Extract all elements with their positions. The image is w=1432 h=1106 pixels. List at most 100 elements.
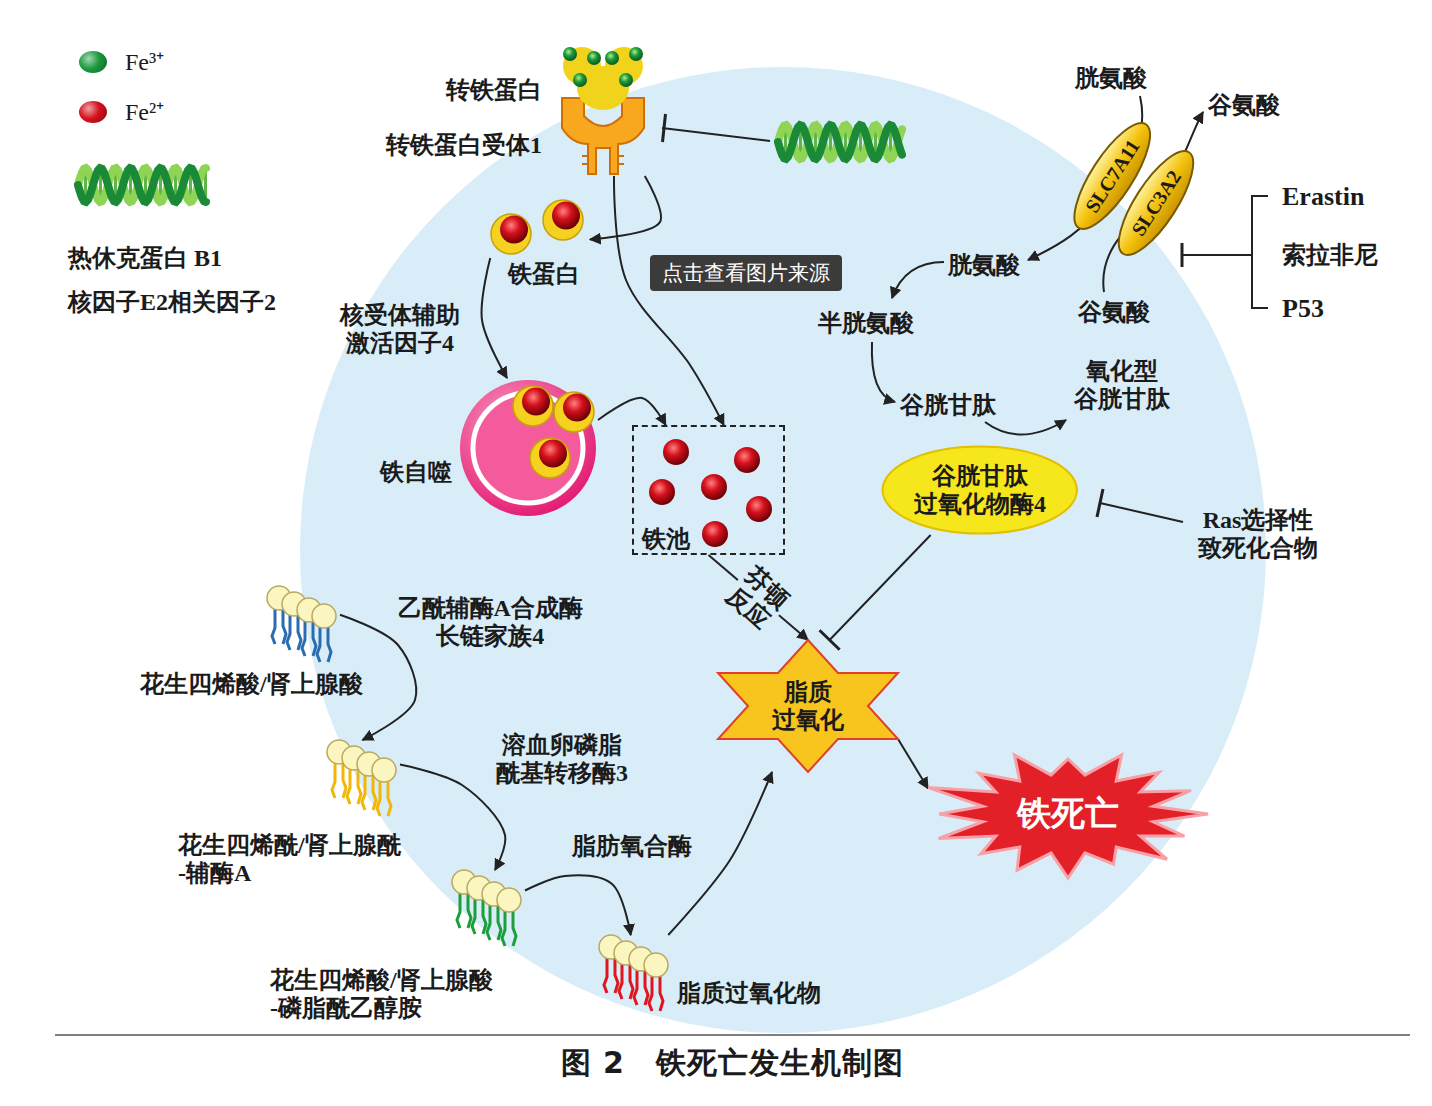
- legend-swatch: [79, 51, 107, 73]
- ferric-iron-dot: [573, 73, 587, 87]
- lipid-tail: [317, 626, 331, 662]
- metabolite-label: 谷氨酸: [1208, 91, 1280, 119]
- helix-strand: [78, 168, 206, 202]
- lipid-tail: [272, 608, 286, 644]
- ellipse-outline: [883, 447, 1077, 534]
- ferric-iron-dot: [563, 47, 577, 61]
- connector: [525, 875, 631, 935]
- tooltip-overlay: 点击查看图片来源: [650, 255, 842, 291]
- lipid-tail: [502, 910, 516, 946]
- node-text-group: 脂质 过氧化: [772, 678, 844, 734]
- metabolite-label: 氧化型 谷胱甘肽: [1074, 357, 1170, 413]
- connector: [614, 176, 724, 425]
- metabolite-label: 半胱氨酸: [818, 309, 914, 337]
- node-label: 脂质 过氧化: [772, 678, 844, 734]
- lipid-tail: [487, 904, 501, 940]
- figure-rule: [55, 1034, 1410, 1036]
- lipid-head: [497, 888, 521, 912]
- connector: [598, 398, 666, 425]
- edge-label: 脂肪氧合酶: [572, 832, 692, 860]
- ferroptosis-burst: 铁死亡: [928, 750, 1208, 878]
- ferrous-iron-dot: [649, 479, 675, 505]
- ferritin-shell: [491, 214, 531, 254]
- dna-helix: [78, 168, 206, 202]
- lipid-head: [312, 604, 336, 628]
- lipid-head: [372, 758, 396, 782]
- node-label: 脂质过氧化物: [677, 979, 821, 1007]
- ferrous-iron-dot: [746, 496, 772, 522]
- node-text-group: 铁死亡: [1017, 794, 1119, 834]
- helix-strand: [78, 168, 206, 202]
- inhibition-bar: [663, 114, 666, 142]
- lipid-tail: [347, 768, 361, 804]
- cell-body: [300, 67, 1266, 1033]
- node-text-group: 谷胱甘肽 过氧化物酶4: [914, 462, 1046, 518]
- connectors: [340, 176, 931, 935]
- ferrous-iron-dot: [663, 439, 689, 465]
- inhibitor-label: 索拉非尼: [1282, 241, 1378, 269]
- ferritin-icon: [485, 196, 590, 258]
- inhibitor-label: P53: [1282, 294, 1324, 324]
- receptor-icon: [548, 36, 658, 176]
- lipid-tail: [472, 898, 486, 934]
- ferric-iron-dot: [629, 47, 643, 61]
- legend-label: Fe²⁺: [125, 98, 164, 126]
- edge-label: 乙酰辅酶A合成酶 长链家族4: [398, 594, 583, 650]
- star-outline: [718, 640, 898, 772]
- ferrous-iron-dot: [500, 216, 528, 244]
- connector: [830, 535, 931, 640]
- receptor-tick: [582, 156, 624, 164]
- edge-label: 溶血卵磷脂 酰基转移酶3: [496, 731, 628, 787]
- ferritin: 铁蛋白: [485, 196, 590, 258]
- lipid-icon: [265, 586, 340, 668]
- bracket: [1182, 196, 1268, 308]
- transferrin-receptor: 转铁蛋白转铁蛋白受体1: [548, 36, 658, 176]
- ferrous-iron-dot: [702, 521, 728, 547]
- ferritin-shell: [513, 386, 553, 426]
- connector: [400, 765, 505, 870]
- lipid-icon: [325, 740, 400, 822]
- enzyme-ellipse: 谷胱甘肽 过氧化物酶4: [881, 445, 1078, 535]
- ferrous-iron-dot: [522, 388, 550, 416]
- autophagosome: [460, 380, 596, 516]
- ferric-iron-dot: [587, 51, 601, 65]
- node-label: 铁自噬: [380, 458, 452, 486]
- dna-helix: [778, 125, 902, 159]
- inhibition-bar: [1097, 489, 1103, 517]
- legend-label: 核因子E2相关因子2: [68, 288, 276, 316]
- lipid-tail: [634, 969, 648, 1005]
- inhibition-line: [1100, 503, 1183, 522]
- legend-label: Fe³⁺: [125, 48, 164, 76]
- ferrous-iron-dot: [539, 440, 567, 468]
- ferritin-shell: [554, 392, 594, 432]
- reaction-arrow: [872, 342, 895, 402]
- ellipse-outline: [1106, 141, 1206, 265]
- ellipse-shape: [881, 445, 1078, 535]
- figure-caption: 图 2 铁死亡发生机制图: [561, 1045, 904, 1081]
- node-label: 谷胱甘肽 过氧化物酶4: [914, 462, 1046, 518]
- lipid-tail: [332, 762, 346, 798]
- node-label: 花生四烯酸/肾上腺酸 -磷脂酰乙醇胺: [270, 966, 493, 1022]
- lipid-peroxidation-star: 脂质 过氧化: [718, 640, 898, 772]
- connector: [898, 739, 928, 788]
- node-label: 铁死亡: [1017, 794, 1119, 834]
- metabolite-label: 谷氨酸: [1078, 298, 1150, 326]
- lipid-tail: [649, 975, 663, 1011]
- lipid-tail: [619, 963, 633, 999]
- connector: [590, 176, 661, 239]
- lipid-tail: [287, 614, 301, 650]
- reaction-arrow: [985, 420, 1066, 435]
- node-label: 花生四烯酰/肾上腺酰 -辅酶A: [178, 831, 401, 887]
- burst-outline: [928, 755, 1208, 878]
- reaction-arrow: [892, 262, 944, 298]
- helix-strand: [778, 125, 902, 159]
- ferric-iron-dot: [619, 73, 633, 87]
- ferritin-shell: [530, 438, 570, 478]
- ferrous-iron-dot: [734, 447, 760, 473]
- star-shape: [718, 640, 898, 772]
- iron-pool-box: 铁池: [632, 425, 785, 555]
- autophagy-icon: [458, 378, 598, 518]
- inhibitor-label: Ras选择性 致死化合物: [1198, 506, 1318, 562]
- legend-label: 热休克蛋白 B1: [68, 244, 222, 272]
